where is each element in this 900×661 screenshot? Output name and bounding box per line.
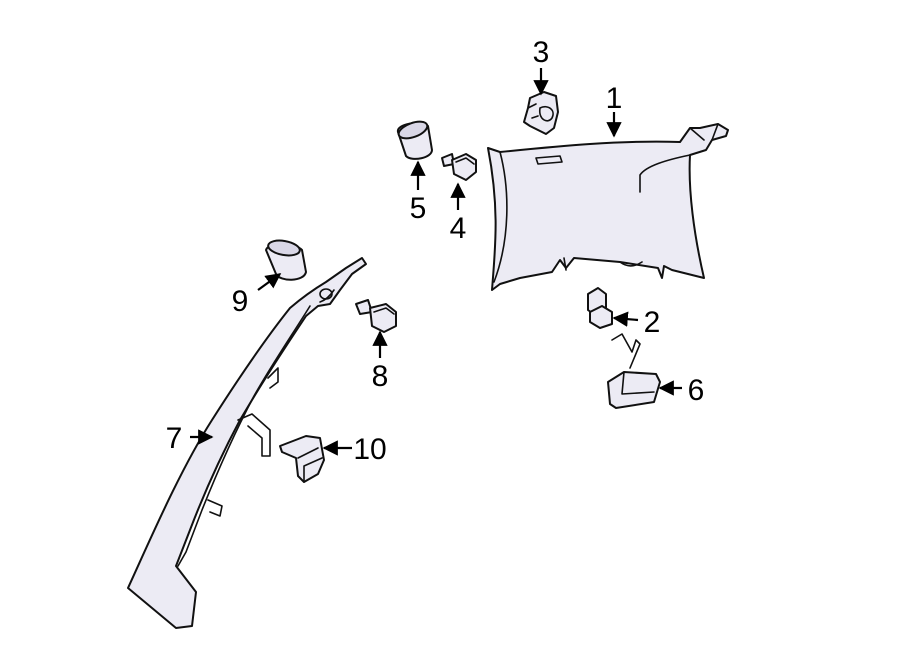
bushing-5	[397, 120, 433, 160]
callout-2: 2	[644, 306, 661, 339]
leader-2	[612, 311, 639, 327]
callout-8: 8	[372, 360, 389, 393]
bolt-4	[441, 153, 477, 181]
callout-7: 7	[166, 422, 183, 455]
lamp-6	[607, 333, 661, 409]
bushing-9	[265, 239, 307, 281]
callout-6: 6	[688, 374, 705, 407]
callout-1: 1	[606, 82, 623, 115]
callout-9: 9	[232, 285, 249, 318]
quarter-trim-panel	[487, 123, 729, 291]
bracket-10	[279, 435, 325, 483]
callout-5: 5	[410, 192, 427, 225]
callout-4: 4	[450, 212, 467, 245]
callout-10: 10	[353, 433, 386, 466]
callout-3: 3	[533, 36, 550, 69]
leader-9	[257, 273, 282, 291]
clip-3	[523, 91, 559, 135]
fastener-2	[587, 287, 613, 329]
bolt-8	[355, 299, 397, 333]
